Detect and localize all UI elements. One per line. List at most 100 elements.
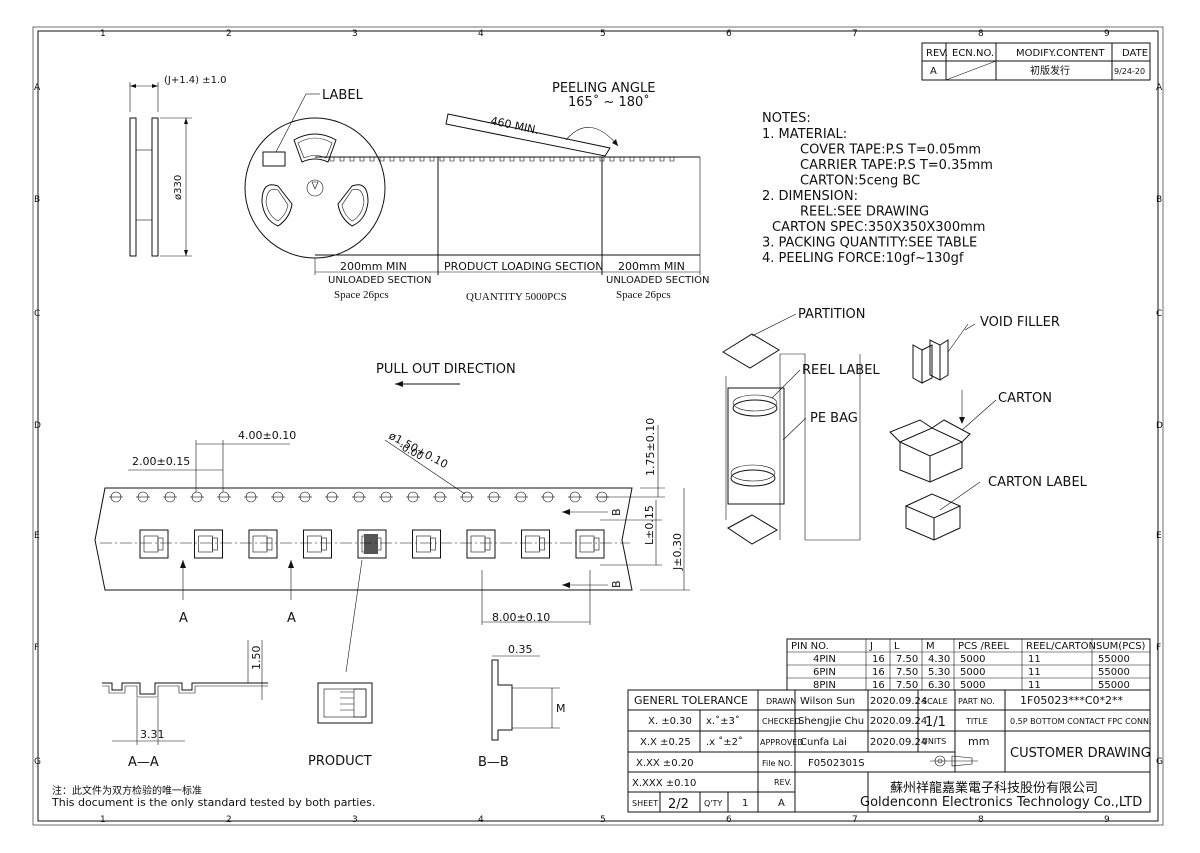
pin-table-header: REEL/CARTON [1026, 641, 1096, 652]
pitch-8-dim: 8.00±0.10 [492, 611, 550, 624]
pin-table-cell: 16 [872, 654, 885, 665]
pocket-notch [539, 537, 545, 551]
checked-date: 2020.09.24 [870, 716, 927, 727]
pin-table-cell: 11 [1028, 654, 1041, 665]
customer-drawing: CUSTOMER DRAWING [1010, 746, 1151, 761]
rev-row-content: 初版发行 [1030, 64, 1070, 77]
product-label: PRODUCT [308, 754, 372, 769]
drawn-date: 2020.09.24 [870, 696, 927, 707]
drawing-title: 0.5P BOTTOM CONTACT FPC CONN. [1010, 717, 1152, 726]
file-number: F0502301S [808, 758, 865, 769]
cover-tape-length: 460 MIN. [489, 114, 540, 137]
zone-row-label: B [34, 195, 40, 205]
zone-row-label: A [34, 83, 41, 93]
company-chinese: 蘇州祥龍嘉業電子科技股份有限公司 [890, 780, 1098, 796]
pocket-inner [198, 535, 213, 553]
pin-table-cell: 6.30 [928, 680, 950, 691]
section-bb-view: M 0.35 B—B [478, 643, 566, 770]
zone-row-label: G [1156, 757, 1163, 767]
footer-english-note: This document is the only standard teste… [51, 796, 375, 809]
title-block: GENERL TOLERANCE X. ±0.30 x.˚±3˚ X.X ±0.… [627, 689, 1152, 813]
zone-row-label: B [1156, 195, 1162, 205]
scale-label: SCALE [922, 697, 948, 706]
pin-table-cell: 16 [872, 667, 885, 678]
zone-col-label: 3 [352, 29, 358, 39]
pocket-inner [579, 535, 595, 553]
zone-col-label: 7 [852, 29, 858, 39]
pin-table-cell: 11 [1028, 667, 1041, 678]
zone-col-label: 4 [478, 815, 484, 825]
note-line: COVER TAPE:P.S T=0.05mm [800, 143, 981, 158]
pin-table-header: J [869, 641, 873, 652]
rev-value: A [778, 798, 785, 809]
pin-table-cell: 7.50 [896, 680, 918, 691]
pocket-notch [321, 537, 327, 551]
approved-label: APPROVED [760, 738, 804, 747]
pin-table-cell: 5000 [960, 680, 985, 691]
tape-pocket [248, 529, 278, 559]
note-line: CARTON:5ceng BC [800, 174, 920, 189]
sheet-value: 2/2 [668, 797, 689, 812]
reel-side-view: (J+1.4) ±1.0 ø330 [129, 75, 227, 257]
projection-symbol-icon [930, 755, 978, 767]
zone-row-label: G [34, 757, 41, 767]
zone-row-label: F [34, 643, 39, 653]
pocket-notch [212, 537, 218, 551]
section-aa-view: 1.50 3.31 A—A [102, 640, 268, 770]
tape-pocket [466, 529, 496, 559]
zone-row-label: D [1156, 421, 1163, 431]
bb-thickness-dim: 0.35 [508, 643, 533, 656]
title-label: TITLE [965, 717, 988, 726]
product-view: PRODUCT [308, 682, 373, 769]
zone-col-label: 6 [726, 815, 732, 825]
zone-row-label: D [34, 421, 41, 431]
rev-header-rev: REV. [926, 48, 948, 59]
section-a-right: A [287, 611, 296, 626]
pin-table-cell: 7.50 [896, 654, 918, 665]
aa-width-dim: 3.31 [140, 728, 165, 741]
approved-date: 2020.09.24 [870, 737, 927, 748]
note-line: CARTON SPEC:350X350X300mm [772, 220, 985, 235]
section-1-name: UNLOADED SECTION [328, 275, 432, 286]
void-filler-callout: VOID FILLER [980, 315, 1060, 330]
rev-header-content: MODIFY.CONTENT [1016, 48, 1105, 59]
part-number: 1F05023***C0*2** [1020, 694, 1123, 707]
tape-pocket [357, 529, 387, 559]
pocket-inner [470, 535, 486, 553]
tol-3a: X.XX ±0.20 [636, 758, 694, 769]
zone-col-label: 2 [226, 29, 232, 39]
reel-diameter-dim: ø330 [173, 175, 184, 200]
j-width-dim: J±0.30 [671, 533, 684, 571]
units-label: UNITS [922, 737, 946, 746]
pocket-inner [416, 535, 431, 553]
edge-distance-dim: 1.75±0.10 [644, 418, 657, 476]
pin-table-cell: 55000 [1098, 680, 1130, 691]
pocket-notch [484, 537, 491, 551]
reel-label-callout: LABEL [322, 88, 364, 103]
notes-block: NOTES: 1. MATERIAL:COVER TAPE:P.S T=0.05… [762, 111, 993, 266]
pin-table-cell: 11 [1028, 680, 1041, 691]
zone-col-label: 6 [726, 29, 732, 39]
zone-col-label: 1 [100, 815, 106, 825]
l-pitch-dim: L±0.15 [643, 505, 656, 545]
reel-label-packing-callout: REEL LABEL [802, 363, 880, 378]
tape-pocket [194, 529, 223, 559]
note-line: 3. PACKING QUANTITY:SEE TABLE [762, 236, 977, 251]
tol-2a: X.X ±0.25 [640, 737, 691, 748]
pocket-notch [266, 537, 273, 551]
carrier-tape: PULL OUT DIRECTION 4.00±0.10 2.00±0.15 ø… [94, 362, 690, 673]
zone-row-label: C [34, 309, 40, 319]
aa-height-dim: 1.50 [250, 646, 263, 671]
pocket-notch [430, 537, 436, 551]
section-3-dim: 200mm MIN [618, 260, 685, 273]
tol-1a: X. ±0.30 [648, 716, 692, 727]
pin-table-header: PIN NO. [791, 641, 829, 652]
approved-name: Cunfa Lai [800, 737, 847, 748]
tape-pocket [303, 529, 332, 559]
section-1-qty: Space 26pcs [334, 289, 389, 301]
zone-col-label: 8 [978, 29, 984, 39]
note-line: 1. MATERIAL: [762, 127, 847, 142]
rev-row-rev: A [930, 66, 937, 77]
